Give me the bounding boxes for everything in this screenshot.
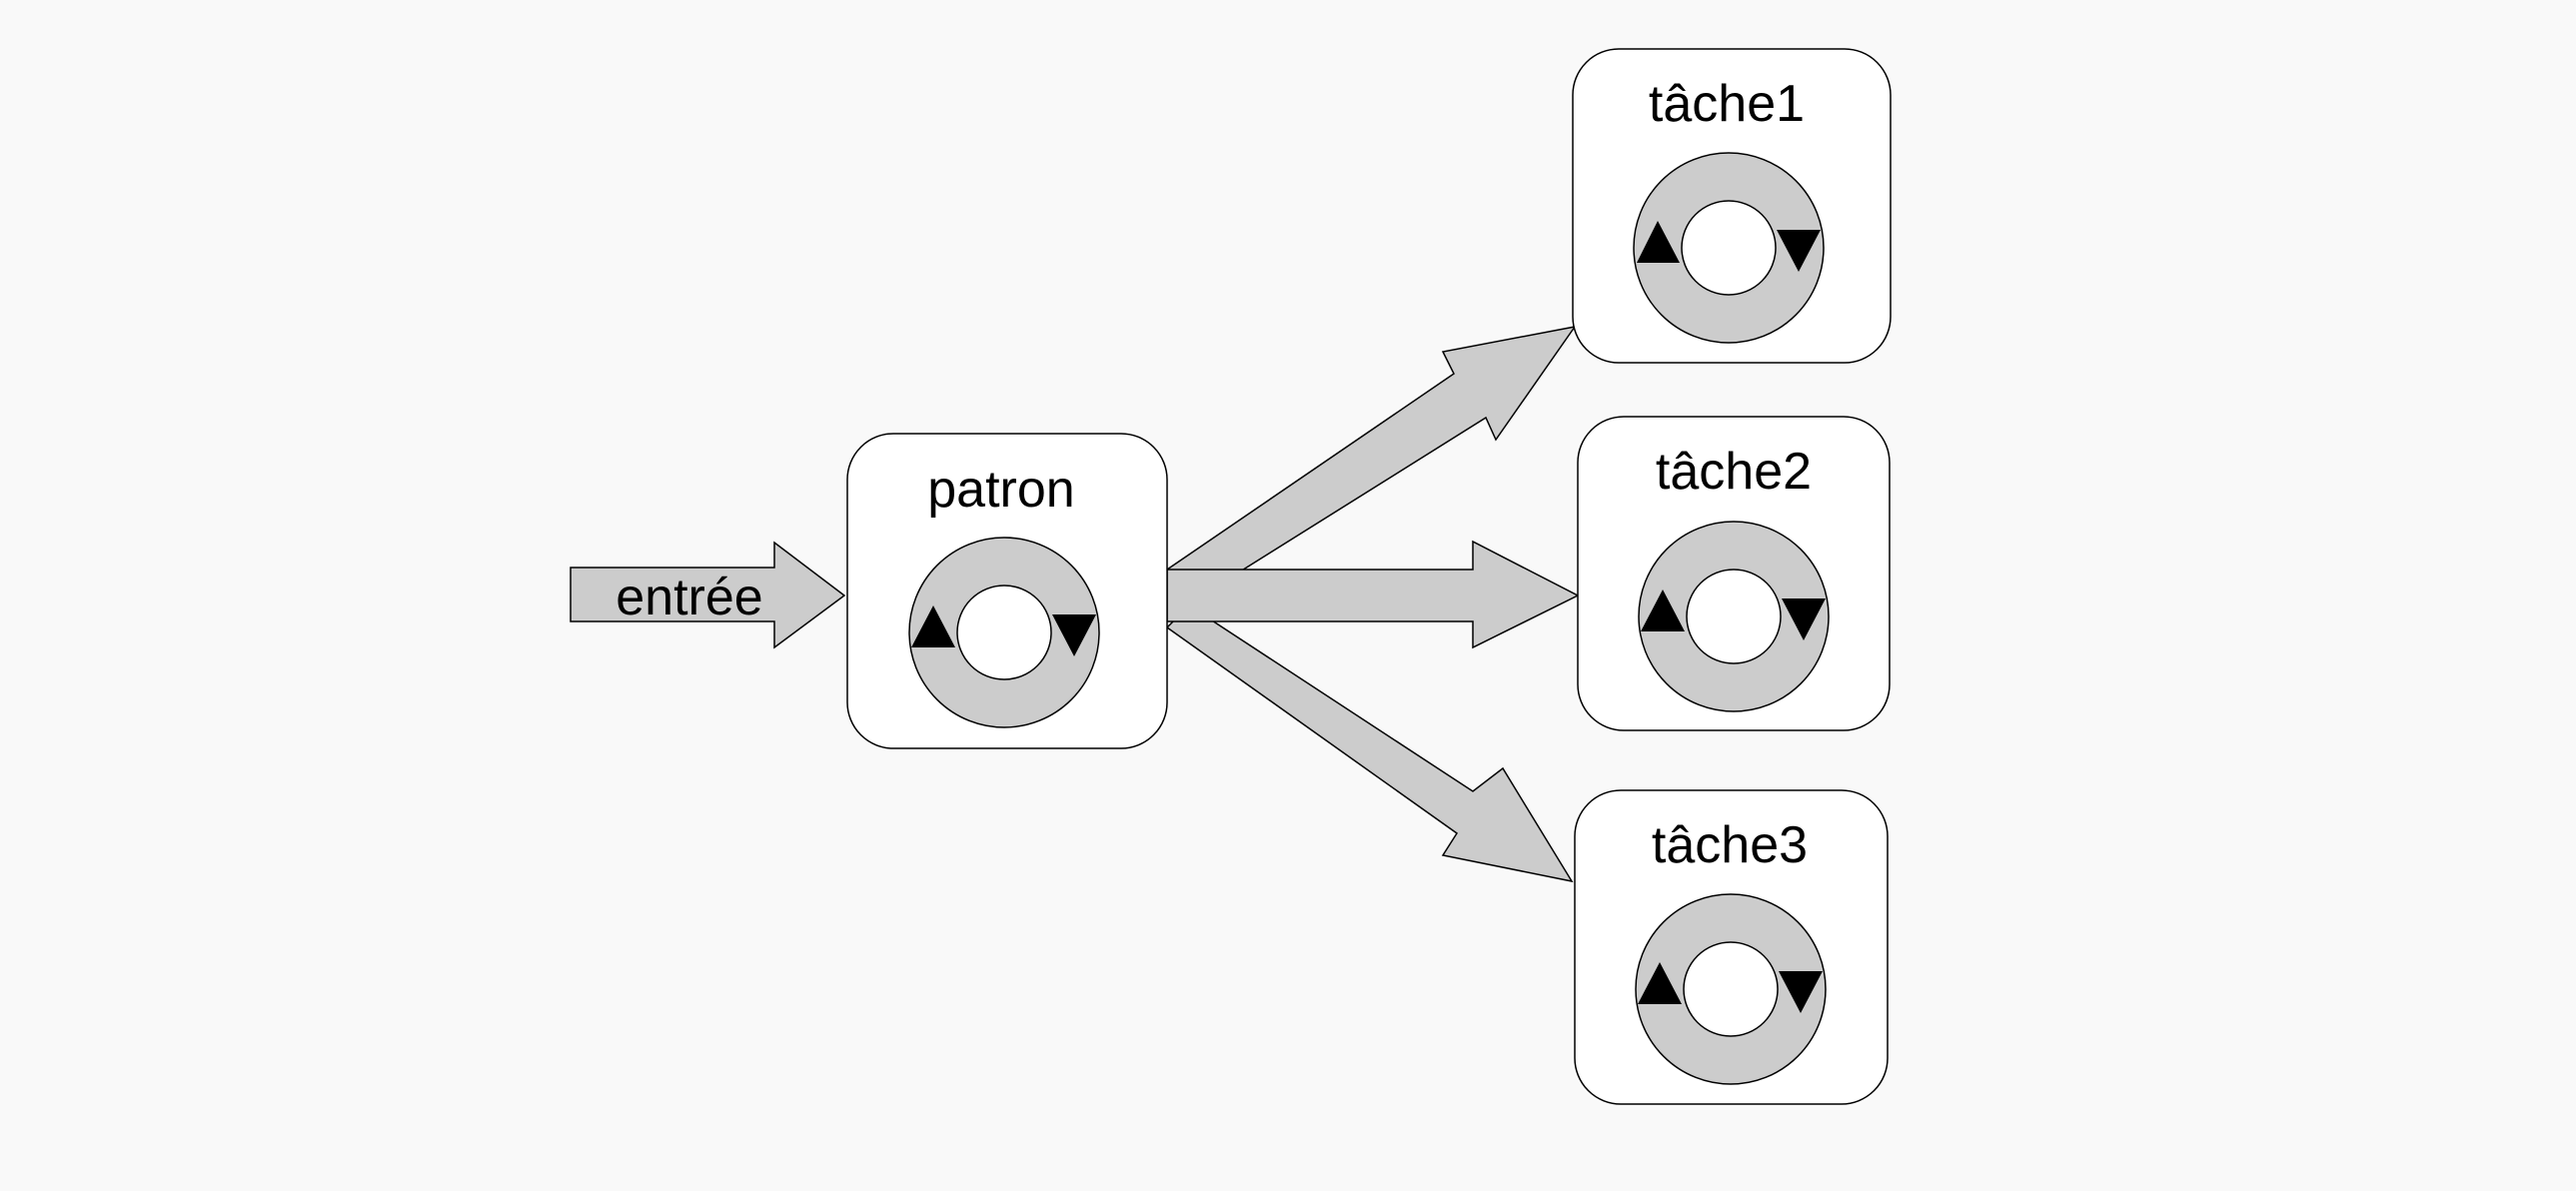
cycle-icon	[908, 537, 1100, 728]
patron-label: patron	[927, 461, 1074, 519]
tache3-box: tâche3	[1574, 789, 1889, 1105]
up-triangle-icon	[1637, 221, 1680, 263]
tache1-label: tâche1	[1649, 75, 1805, 133]
input-arrow	[570, 541, 846, 649]
up-triangle-icon	[911, 605, 955, 647]
cycle-icon	[1633, 152, 1825, 344]
tache2-label: tâche2	[1656, 443, 1812, 501]
up-triangle-icon	[1638, 962, 1682, 1004]
cycle-icon	[1635, 893, 1827, 1085]
down-triangle-icon	[1052, 614, 1096, 656]
arrow-to-tache2	[1166, 540, 1580, 649]
up-triangle-icon	[1641, 590, 1685, 631]
tache3-label: tâche3	[1652, 816, 1808, 874]
input-label: entrée	[616, 569, 762, 626]
tache2-box: tâche2	[1577, 416, 1891, 731]
patron-box: patron	[846, 433, 1168, 749]
tache1-box: tâche1	[1572, 48, 1892, 364]
arrow-to-tache3	[1165, 604, 1574, 883]
down-triangle-icon	[1782, 598, 1826, 640]
down-triangle-icon	[1777, 230, 1821, 272]
cycle-icon	[1638, 521, 1830, 712]
down-triangle-icon	[1779, 971, 1823, 1013]
